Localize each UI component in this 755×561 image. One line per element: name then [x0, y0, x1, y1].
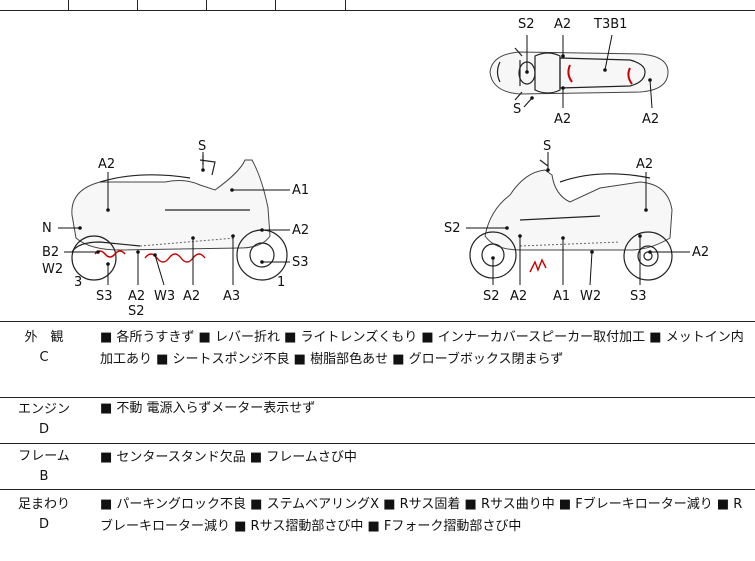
label: S2 — [483, 289, 500, 304]
category-grade: D — [38, 422, 49, 437]
right-view-labels: S A2 S2 A2 S2 A2 A1 W2 S3 — [444, 139, 709, 304]
label: A2 — [636, 157, 653, 172]
top-table-strip — [0, 0, 755, 11]
condition-row-suspension: 足まわり D ■ パーキングロック不良 ■ ステムベアリングX ■ Rサス固着 … — [0, 490, 755, 560]
label: S — [198, 139, 206, 154]
label: A2 — [183, 289, 200, 304]
cell-divider — [137, 0, 138, 10]
right-view-callouts — [466, 152, 690, 286]
label: A2 — [292, 223, 309, 238]
condition-row-engine: エンジン D ■ 不動 電源入らずメーター表示せず — [0, 398, 755, 444]
scooter-diagram-svg: S2 A2 T3B1 S A2 A2 — [42, 17, 709, 319]
label: N — [42, 221, 52, 236]
label: S2 — [444, 221, 461, 236]
category-grade: B — [39, 469, 49, 484]
label: A2 — [510, 289, 527, 304]
cell-divider — [275, 0, 276, 10]
label: A2 — [642, 112, 659, 127]
label: B2 — [42, 245, 59, 260]
top-view-labels: S2 A2 T3B1 S A2 A2 — [513, 17, 659, 127]
condition-description: ■ 各所うすきず ■ レバー折れ ■ ライトレンズくもり ■ インナーカバースピ… — [100, 330, 744, 367]
label: A1 — [292, 183, 309, 198]
label: A3 — [223, 289, 240, 304]
category-cell: エンジン D — [0, 400, 88, 440]
top-view-scooter — [489, 47, 669, 101]
right-view-scooter — [469, 159, 673, 281]
label: W3 — [154, 289, 175, 304]
label: S — [543, 139, 551, 154]
label: A2 — [692, 245, 709, 260]
left-view-scooter — [71, 155, 288, 281]
label: S — [513, 102, 521, 117]
category-cell: 足まわり D — [0, 495, 88, 535]
category-name: フレーム — [18, 449, 70, 464]
label: S2 — [518, 17, 535, 32]
cell-divider — [68, 0, 69, 10]
category-name: 足まわり — [17, 497, 70, 512]
label: W2 — [580, 289, 601, 304]
label: T3B1 — [593, 17, 627, 32]
condition-row-exterior: 外 観 C ■ 各所うすきず ■ レバー折れ ■ ライトレンズくもり ■ インナ… — [0, 322, 755, 398]
category-grade: C — [39, 350, 49, 365]
category-cell: フレーム B — [0, 447, 88, 487]
label: A2 — [128, 289, 145, 304]
category-name: 外 観 — [24, 330, 64, 345]
condition-description: ■ センタースタンド欠品 ■ フレームさび中 — [100, 450, 357, 465]
cell-divider — [345, 0, 346, 10]
category-cell: 外 観 C — [0, 328, 88, 368]
label: S3 — [96, 289, 113, 304]
label: S3 — [292, 255, 309, 270]
label: S3 — [630, 289, 647, 304]
cell-divider — [206, 0, 207, 10]
label: 1 — [277, 275, 285, 290]
condition-description: ■ 不動 電源入らずメーター表示せず — [100, 401, 316, 416]
left-view-callouts — [58, 152, 290, 286]
category-name: エンジン — [17, 402, 70, 417]
top-view-callouts — [523, 34, 653, 109]
label: 3 — [74, 275, 82, 290]
damage-diagram: S2 A2 T3B1 S A2 A2 — [0, 10, 755, 322]
label: A2 — [554, 17, 571, 32]
label: A2 — [554, 112, 571, 127]
category-grade: D — [38, 517, 49, 532]
condition-row-frame: フレーム B ■ センタースタンド欠品 ■ フレームさび中 — [0, 444, 755, 490]
label: A1 — [553, 289, 570, 304]
label: A2 — [98, 157, 115, 172]
label: S2 — [128, 304, 145, 319]
left-view-labels: S A2 A1 N A2 B2 W2 S3 3 S3 A2 S2 W3 A2 A… — [42, 139, 309, 319]
label: W2 — [42, 262, 63, 277]
condition-description: ■ パーキングロック不良 ■ ステムベアリングX ■ Rサス固着 ■ Rサス曲り… — [100, 497, 743, 534]
